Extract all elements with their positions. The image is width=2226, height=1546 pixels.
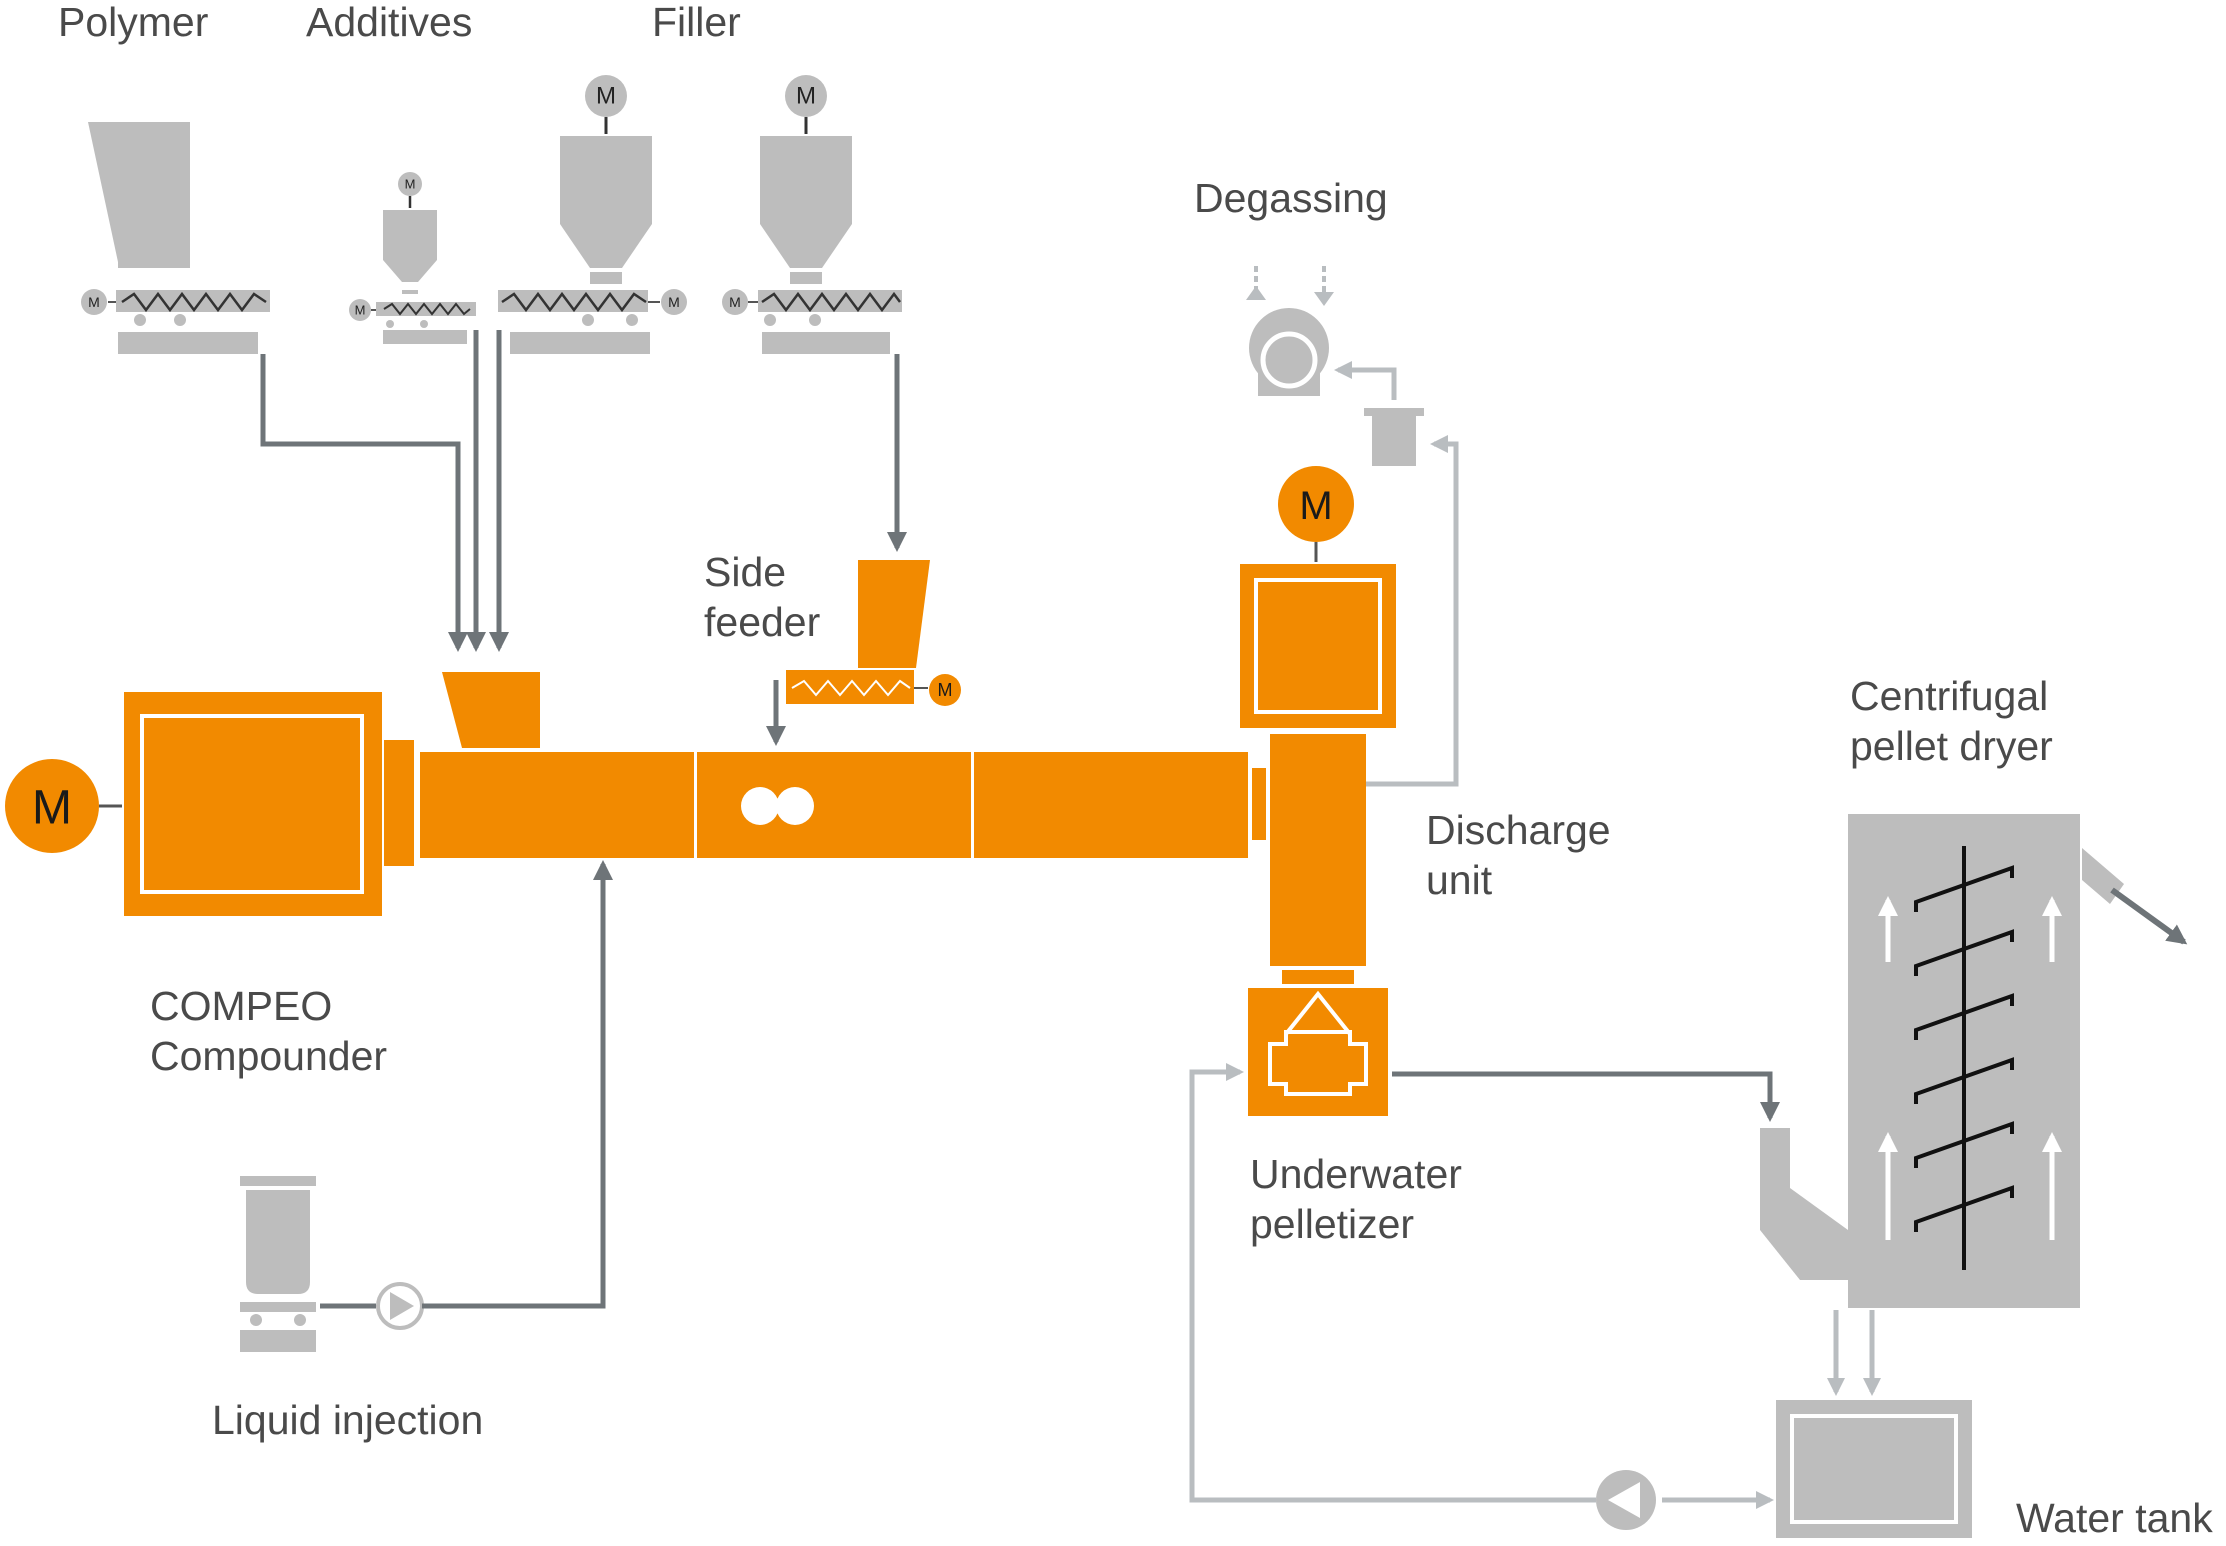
side-feeder: M [786, 560, 961, 706]
feed-lines [260, 330, 907, 746]
label-dryer-line2: pellet dryer [1850, 723, 2053, 769]
centrifugal-pellet-dryer [1760, 814, 2188, 1308]
motor-icon [929, 674, 961, 706]
svg-text:M: M [1299, 484, 1332, 528]
motor-icon [722, 289, 748, 315]
label-dryer-line1: Centrifugal [1850, 673, 2048, 719]
label-filler: Filler [652, 0, 741, 45]
svg-text:M: M [355, 303, 366, 318]
label-compeo-line2: Compounder [150, 1033, 387, 1079]
liquid-injection-unit [240, 860, 613, 1352]
polymer-feeder: M [81, 122, 270, 354]
motor-icon [1278, 466, 1354, 542]
label-polymer: Polymer [58, 0, 208, 45]
motor-icon [661, 289, 687, 315]
filler-feeder: M M [498, 75, 687, 354]
motor-icon [785, 75, 827, 117]
svg-text:M: M [729, 294, 741, 310]
label-additives: Additives [306, 0, 472, 45]
label-underwater-line2: pelletizer [1250, 1201, 1414, 1247]
label-side-feeder-line2: feeder [704, 599, 820, 645]
underwater-pelletizer [1248, 988, 1388, 1116]
label-discharge-line2: unit [1426, 857, 1493, 903]
motor-icon [585, 75, 627, 117]
motor-icon [398, 172, 422, 196]
side-supply-feeder: M M [722, 75, 902, 354]
svg-text:M: M [596, 83, 616, 110]
water-lines [1189, 1063, 1881, 1509]
discharge-unit: M [1240, 466, 1396, 984]
water-pump-icon [1596, 1470, 1656, 1530]
motor-icon [349, 299, 371, 321]
additives-feeder: M M [349, 172, 476, 344]
svg-text:M: M [32, 782, 72, 835]
pellet-transfer-line [1392, 1071, 1780, 1122]
water-tank [1776, 1400, 1972, 1538]
label-side-feeder-line1: Side [704, 549, 786, 595]
motor-icon [5, 759, 99, 853]
svg-text:M: M [405, 177, 416, 192]
compeo-compounder: M [5, 672, 1266, 916]
label-degassing: Degassing [1194, 175, 1388, 221]
label-underwater-line1: Underwater [1250, 1151, 1462, 1197]
label-water-tank: Water tank [2016, 1495, 2213, 1541]
label-discharge-line1: Discharge [1426, 807, 1611, 853]
label-compeo-line1: COMPEO [150, 983, 332, 1029]
label-liquid-injection: Liquid injection [212, 1397, 483, 1443]
svg-text:M: M [668, 294, 680, 310]
svg-text:M: M [796, 83, 816, 110]
motor-icon [81, 289, 107, 315]
degassing-lines [1334, 361, 1459, 787]
svg-text:M: M [88, 294, 100, 310]
svg-text:M: M [938, 680, 953, 700]
degassing-pump [1246, 266, 1424, 466]
